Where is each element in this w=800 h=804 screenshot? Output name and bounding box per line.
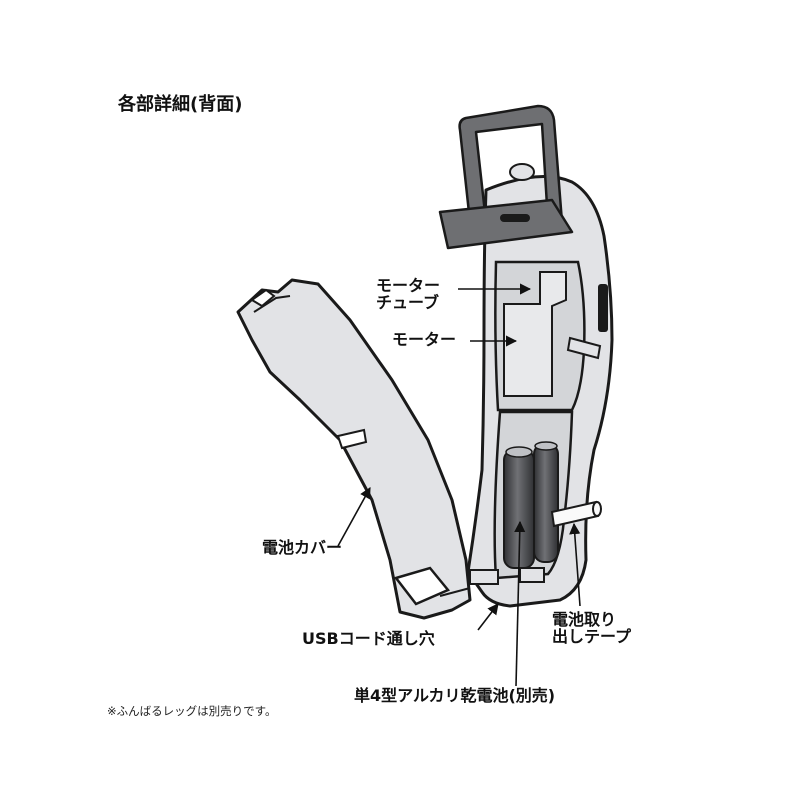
aaa-batteries xyxy=(503,441,559,569)
battery-cover xyxy=(236,278,472,620)
label-motor: モーター xyxy=(392,330,457,349)
label-aaa-battery: 単4型アルカリ乾電池(別売) xyxy=(354,686,556,705)
label-usb-cord-hole: USBコード通し穴 xyxy=(302,629,435,648)
leader-lines xyxy=(337,283,581,687)
page-title: 各部詳細(背面) xyxy=(118,94,243,115)
label-battery-cover: 電池カバー xyxy=(262,538,343,557)
label-motor-tube: モーター チューブ xyxy=(376,276,441,312)
handle xyxy=(438,104,574,250)
battery-tape xyxy=(550,500,602,528)
label-battery-tape: 電池取り 出しテープ xyxy=(552,610,632,646)
footnote: ※ふんばるレッグは別売りです。 xyxy=(107,704,277,718)
